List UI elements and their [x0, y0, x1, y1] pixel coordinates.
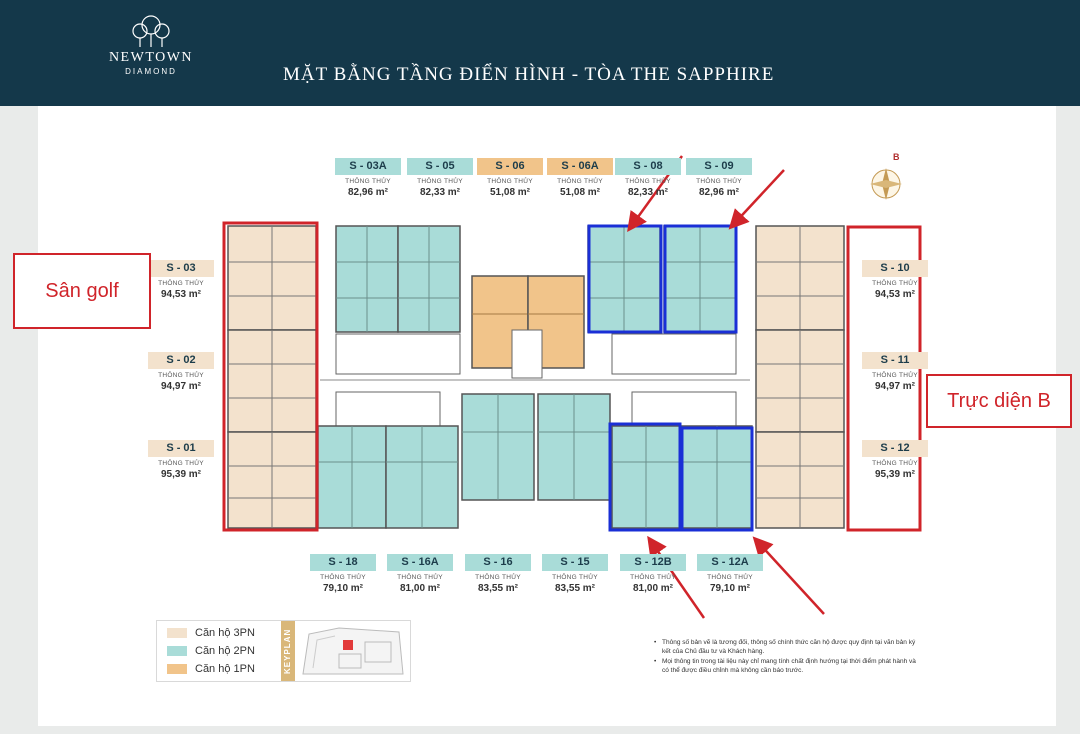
unit-label-s16a: S - 16A THÔNG THỦY 81,00 m²: [387, 554, 453, 594]
unit-block-s02: [227, 329, 317, 433]
unit-block-s12: [755, 431, 845, 529]
keyplan-map-icon: [302, 627, 404, 675]
unit-block-s09: [663, 225, 737, 333]
unit-block-s03: [227, 225, 317, 331]
unit-label-s12: S - 12 THÔNG THỦY 95,39 m²: [862, 440, 928, 480]
annotation-left-wing-outline: [222, 221, 319, 532]
header-banner: NEWTOWN DIAMOND MẶT BẰNG TẦNG ĐIỂN HÌNH …: [0, 0, 1080, 106]
legend-swatch-3pn: [167, 628, 187, 638]
unit-label-s12b: S - 12B THÔNG THỦY 81,00 m²: [620, 554, 686, 594]
unit-label-s02: S - 02 THÔNG THỦY 94,97 m²: [148, 352, 214, 392]
unit-label-s16: S - 16 THÔNG THỦY 83,55 m²: [465, 554, 531, 594]
annotation-san-golf: Sân golf: [13, 253, 151, 329]
legend-swatch-2pn: [167, 646, 187, 656]
compass-icon: [870, 168, 902, 200]
unit-label-s03: S - 03 THÔNG THỦY 94,53 m²: [148, 260, 214, 300]
unit-block-s05: [397, 225, 461, 333]
unit-label-s06a: S - 06A THÔNG THỦY 51,08 m²: [547, 158, 613, 198]
unit-label-s18: S - 18 THÔNG THỦY 79,10 m²: [310, 554, 376, 594]
logo-brand-text: NEWTOWN: [108, 50, 194, 65]
annotation-s09-outline: [663, 224, 738, 334]
annotation-s12b-outline: [608, 422, 682, 532]
unit-block-s11: [755, 329, 845, 433]
lift-lobby-left: [335, 391, 441, 427]
unit-label-s09: S - 09 THÔNG THỦY 82,96 m²: [686, 158, 752, 198]
unit-label-s11: S - 11 THÔNG THỦY 94,97 m²: [862, 352, 928, 392]
annotation-arrow-2: [728, 169, 785, 230]
unit-block-s16: [461, 393, 535, 501]
newtown-diamond-logo: NEWTOWN DIAMOND: [92, 14, 210, 76]
central-core: [511, 329, 543, 379]
legend-item-1pn: Căn hộ 1PN: [167, 663, 255, 675]
legend: Căn hộ 3PN Căn hộ 2PN Căn hộ 1PN KEYPLAN: [156, 620, 411, 682]
compass-label: B: [893, 152, 900, 162]
unit-label-s10: S - 10 THÔNG THỦY 94,53 m²: [862, 260, 928, 300]
unit-block-s18: [317, 425, 387, 529]
unit-block-s15: [537, 393, 611, 501]
unit-block-s01: [227, 431, 317, 529]
annotation-arrow-3: [647, 535, 706, 619]
legend-item-2pn: Căn hộ 2PN: [167, 645, 255, 657]
lift-lobby-right: [631, 391, 737, 427]
unit-block-s12b: [611, 425, 681, 529]
legend-item-3pn: Căn hộ 3PN: [167, 627, 255, 639]
unit-label-s01: S - 01 THÔNG THỦY 95,39 m²: [148, 440, 214, 480]
core-right: [611, 333, 737, 375]
unit-block-s12a: [681, 425, 753, 529]
annotation-right-wing-outline: [846, 225, 922, 532]
annotation-arrow-4: [752, 536, 825, 615]
note-item: Mọi thông tin trong tài liệu này chỉ man…: [654, 657, 924, 675]
unit-label-s03a: S - 03A THÔNG THỦY 82,96 m²: [335, 158, 401, 198]
unit-block-s16a: [385, 425, 459, 529]
unit-label-s06: S - 06 THÔNG THỦY 51,08 m²: [477, 158, 543, 198]
annotation-s08-outline: [587, 224, 663, 334]
annotation-s12a-outline: [680, 426, 754, 532]
unit-block-s08: [587, 225, 661, 333]
page-title: MẶT BẰNG TẦNG ĐIỂN HÌNH - TÒA THE SAPPHI…: [283, 64, 775, 85]
note-item: Thông số bản vẽ là tương đối, thông số c…: [654, 638, 924, 656]
unit-block-s03a: [335, 225, 399, 333]
core-left: [335, 333, 461, 375]
unit-label-s12a: S - 12A THÔNG THỦY 79,10 m²: [697, 554, 763, 594]
logo-sub-text: DIAMOND: [125, 67, 177, 76]
keyplan-label: KEYPLAN: [281, 621, 295, 681]
tree-logo-icon: [132, 15, 170, 47]
disclaimer-notes: Thông số bản vẽ là tương đối, thông số c…: [654, 638, 924, 676]
unit-label-s08: S - 08 THÔNG THỦY 82,33 m²: [615, 158, 681, 198]
unit-label-s15: S - 15 THÔNG THỦY 83,55 m²: [542, 554, 608, 594]
unit-label-s05: S - 05 THÔNG THỦY 82,33 m²: [407, 158, 473, 198]
annotation-truc-dien-b: Trực diện B: [926, 374, 1072, 428]
unit-block-s10: [755, 225, 845, 331]
legend-swatch-1pn: [167, 664, 187, 674]
